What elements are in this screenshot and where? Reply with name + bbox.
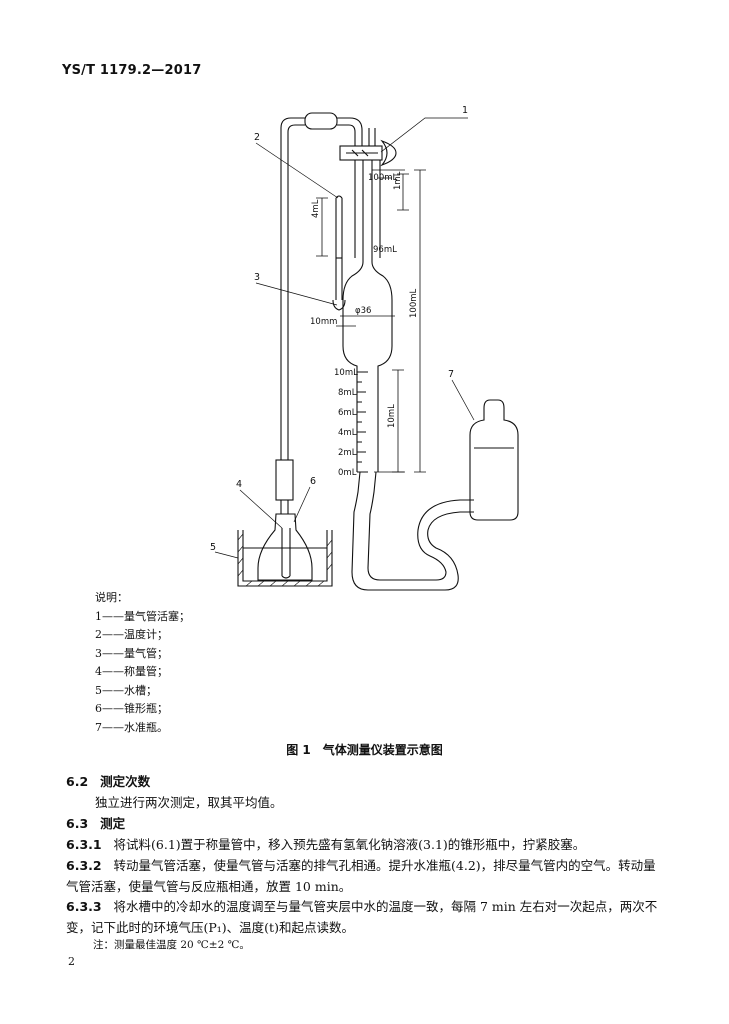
section-title: 测定 [100,816,126,831]
callout-7: 7 [448,369,454,380]
label-96ml: 96mL [373,245,397,255]
section-number: 6.2 [66,774,89,789]
section-number: 6.3.1 [66,837,102,852]
scale-label: 2mL [338,448,357,458]
stopcock [339,128,397,167]
weighing-tube [281,528,291,579]
section-6-3-1: 6.3.1 将试料(6.1)置于称量管中，移入预先盛有氢氧化钠溶液(3.1)的锥… [66,835,666,856]
note: 注：测量最佳温度 20 ℃±2 ℃。 [93,939,250,951]
callout-6: 6 [310,476,316,487]
legend-item: 6——锥形瓶； [95,702,168,715]
label-10mm: 10mm [310,317,337,327]
section-title: 测定次数 [100,774,151,789]
section-6-3-3: 6.3.3 将水槽中的冷却水的温度调至与量气管夹层中水的温度一致，每隔 7 mi… [66,897,666,938]
callout-5: 5 [210,542,216,553]
label-4ml: 4mL [311,199,321,218]
flask-stopper-tube [275,459,294,501]
figure-caption: 图 1 气体测量仪装置示意图 [286,743,443,757]
section-number: 6.3.2 [66,858,102,873]
section-number: 6.3.3 [66,899,102,914]
scale-label: 6mL [338,408,357,418]
label-100ml-top: 100mL [368,173,398,183]
legend-item: 2——温度计； [95,628,168,641]
label-100ml-side: 100mL [409,288,419,318]
leveling-bottle [469,399,519,521]
scale-label: 10mL [334,368,358,378]
standard-code: YS/T 1179.2—2017 [62,63,202,78]
legend-item: 7——水准瓶。 [95,720,168,734]
section-6-2-heading: 6.2 测定次数 [66,772,150,792]
legend-item: 3——量气管； [95,646,168,660]
legend-title: 说明： [95,591,128,604]
graduation-ticks [357,371,368,473]
section-text: 将试料(6.1)置于称量管中，移入预先盛有氢氧化钠溶液(3.1)的锥形瓶中，拧紧… [113,837,586,852]
label-diameter: φ36 [355,306,371,316]
callout-1: 1 [462,105,468,116]
gas-burette-bulb [342,261,393,472]
scale-label: 8mL [338,388,357,398]
legend-item: 4——称量管； [95,665,168,678]
section-6-3-heading: 6.3 测定 [66,814,125,834]
label-1ml: 1mL [393,171,403,190]
section-text: 将水槽中的冷却水的温度调至与量气管夹层中水的温度一致，每隔 7 min 左右对一… [66,899,658,935]
callout-4: 4 [236,479,242,490]
apparatus-figure: 1 2 3 4 5 6 7 100mL 1mL 4mL 96mL φ36 10m… [210,105,519,591]
section-text: 转动量气管活塞，使量气管与活塞的排气孔相通。提升水准瓶(4.2)，排尽量气管内的… [66,858,656,894]
callout-3: 3 [254,272,260,283]
callout-2: 2 [254,132,260,143]
thermometer [335,195,343,300]
label-10ml-side: 10mL [387,404,397,428]
legend-item: 5——水槽； [95,683,157,697]
section-6-3-2: 6.3.2 转动量气管活塞，使量气管与活塞的排气孔相通。提升水准瓶(4.2)，排… [66,856,666,897]
rubber-joint [304,112,338,130]
section-6-2-text: 独立进行两次测定，取其平均值。 [95,795,283,810]
section-number: 6.3 [66,816,89,831]
page-number: 2 [68,955,75,968]
conical-flask [257,513,313,581]
legend-item: 1——量气管活塞； [95,609,190,623]
scale-label: 0mL [338,468,357,478]
rubber-hose [351,471,474,591]
legend: 说明： 1——量气管活塞； 2——温度计； 3——量气管； 4——称量管； 5—… [95,589,190,737]
connecting-tube [280,117,305,460]
scale-label: 4mL [338,428,357,438]
